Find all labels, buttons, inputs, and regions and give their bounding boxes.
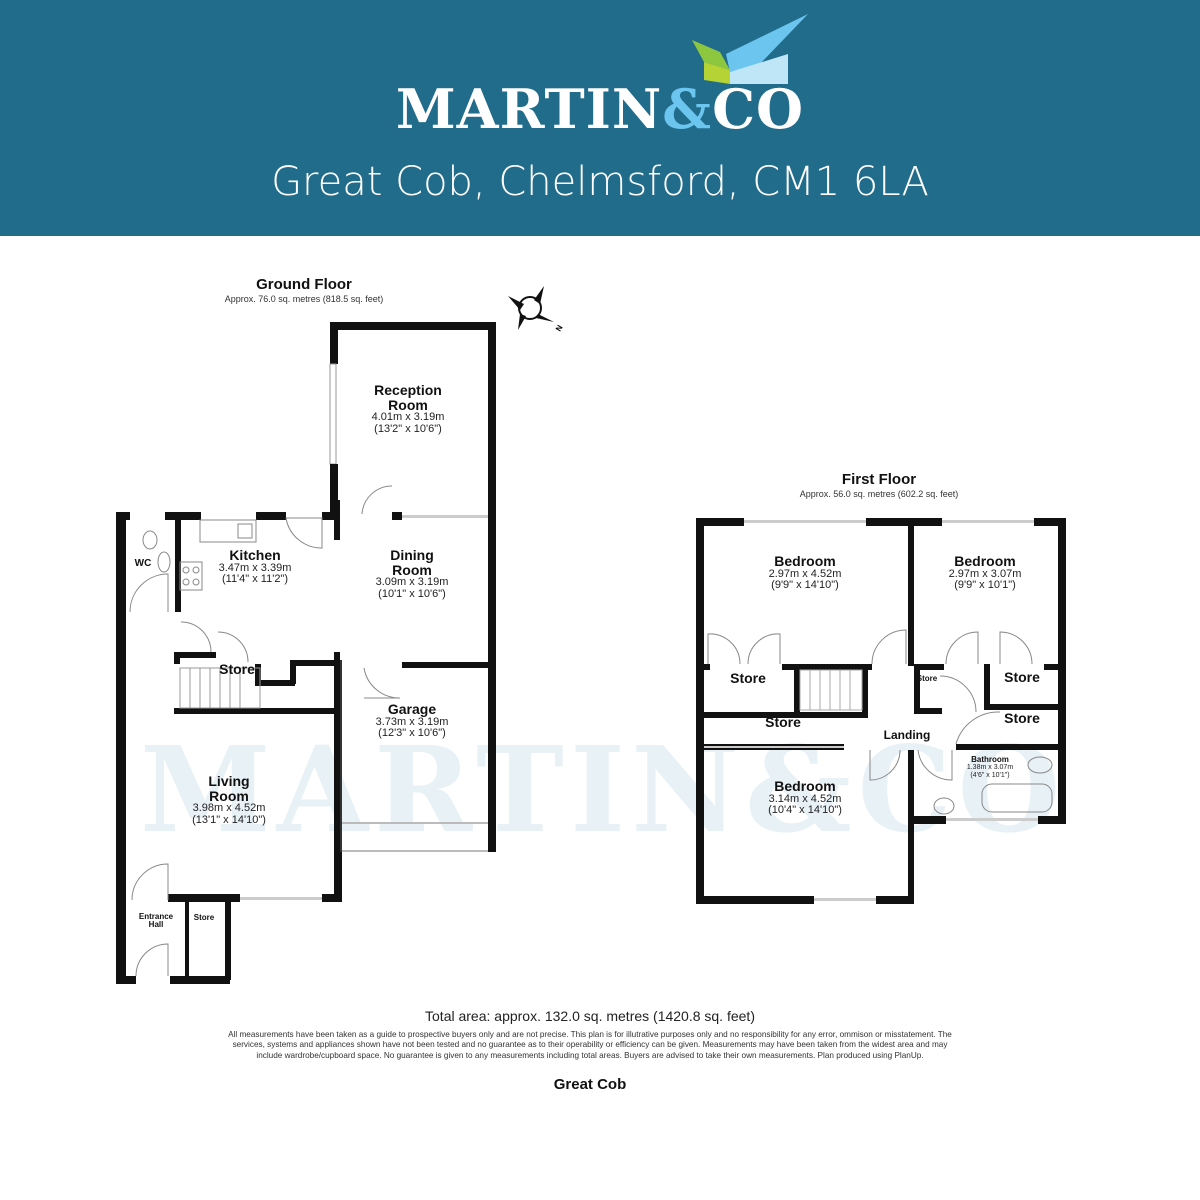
brand-logo-text: MARTIN&CO — [0, 82, 1200, 136]
room-imperial: (11'4" x 11'2") — [221, 573, 289, 586]
svg-text:N: N — [554, 323, 565, 333]
brand-ampersand: & — [662, 77, 713, 141]
property-address: Great Cob, Chelmsford, CM1 6LA — [271, 159, 929, 205]
room-landing: Landing — [884, 729, 931, 742]
room-store-small: Store — [916, 674, 938, 683]
first-floor-title: First Floor — [841, 471, 917, 488]
property-name: Great Cob — [553, 1076, 627, 1093]
house-roof-logo-icon — [692, 14, 808, 84]
room-metric: 3.47m x 3.39m — [218, 561, 292, 574]
room-kitchen: Kitchen 3.47m x 3.39m (11'4" x 11'2") — [219, 548, 292, 586]
room-name: Room — [388, 396, 428, 413]
room-dining: Dining Room 3.09m x 3.19m (10'1" x 10'6"… — [376, 548, 449, 600]
room-name: Store — [1004, 669, 1040, 685]
room-imperial: (10'4" x 14'10") — [768, 804, 842, 817]
room-imperial: (9'9" x 14'10") — [771, 579, 839, 592]
room-metric: 3.98m x 4.52m — [192, 802, 266, 815]
ground-floor-area: Approx. 76.0 sq. metres (818.5 sq. feet) — [224, 294, 384, 304]
room-store-bed1: Store — [730, 671, 766, 686]
first-floor-walls — [696, 518, 1066, 904]
ground-floor-walls — [116, 322, 496, 984]
disclaimer: All measurements have been taken as a gu… — [228, 1030, 952, 1060]
total-area: Total area: approx. 132.0 sq. metres (14… — [425, 1008, 755, 1024]
room-name: Bedroom — [954, 553, 1016, 569]
header-banner: MARTIN&CO Great Cob, Chelmsford, CM1 6LA — [0, 0, 1200, 236]
room-name: Hall — [148, 920, 164, 930]
room-store-bed3: Store — [765, 715, 801, 730]
room-name: Garage — [387, 701, 437, 717]
room-imperial: (10'1" x 10'6") — [378, 587, 446, 600]
room-name: Store — [219, 661, 255, 677]
room-bedroom-2: Bedroom 2.97m x 3.07m (9'9" x 10'1") — [949, 554, 1022, 592]
room-imperial: (13'2" x 10'6") — [374, 422, 442, 435]
room-name: Room — [209, 787, 249, 804]
room-name: Store — [193, 913, 215, 922]
room-name: Bathroom — [971, 755, 1009, 764]
room-name: Kitchen — [229, 547, 281, 563]
room-name: Room — [392, 561, 432, 578]
room-store-entrance: Store — [193, 913, 215, 922]
room-metric: 2.97m x 3.07m — [948, 567, 1022, 580]
first-floor-area: Approx. 56.0 sq. metres (602.2 sq. feet) — [799, 489, 959, 499]
room-metric: 3.14m x 4.52m — [768, 792, 842, 805]
room-metric: 3.09m x 3.19m — [375, 576, 449, 589]
room-name: Landing — [883, 728, 931, 742]
room-name: Reception — [374, 382, 442, 398]
ground-floor-title: Ground Floor — [256, 276, 352, 293]
room-store-landing: Store — [1004, 711, 1040, 726]
room-reception: Reception Room 4.01m x 3.19m (13'2" x 10… — [372, 383, 445, 435]
room-garage: Garage 3.73m x 3.19m (12'3" x 10'6") — [376, 702, 449, 740]
room-metric: 2.97m x 4.52m — [768, 567, 842, 580]
room-wc: WC — [134, 558, 152, 570]
room-metric: 4.01m x 3.19m — [371, 411, 445, 424]
room-imperial: (9'9" x 10'1") — [954, 579, 1016, 592]
room-entrance-hall: Entrance Hall — [138, 912, 174, 930]
room-name: Store — [916, 674, 938, 683]
room-imperial: (12'3" x 10'6") — [378, 727, 446, 740]
room-name: Entrance — [138, 912, 174, 921]
room-name: Store — [1004, 710, 1040, 726]
room-imperial: (13'1" x 14'10") — [192, 813, 266, 826]
room-living: Living Room 3.98m x 4.52m (13'1" x 14'10… — [192, 774, 266, 826]
room-name: Store — [765, 714, 801, 730]
room-store-stairs: Store — [219, 662, 255, 677]
room-bedroom-1: Bedroom 2.97m x 4.52m (9'9" x 14'10") — [769, 554, 842, 592]
room-name: WC — [134, 558, 152, 569]
brand-main: MARTIN — [395, 77, 663, 141]
compass-icon: N — [508, 286, 565, 333]
room-name: Living — [208, 773, 250, 789]
watermark: MARTIN&CO — [140, 720, 1067, 859]
room-bedroom-3: Bedroom 3.14m x 4.52m (10'4" x 14'10") — [768, 779, 842, 817]
room-imperial: (4'6" x 10'1") — [970, 771, 1010, 779]
room-metric: 3.73m x 3.19m — [375, 715, 449, 728]
room-name: Bedroom — [774, 778, 836, 794]
room-name: Store — [730, 670, 766, 686]
room-name: Bedroom — [774, 553, 836, 569]
room-bathroom: Bathroom 1.38m x 3.07m (4'6" x 10'1") — [966, 755, 1014, 779]
room-store-bed2: Store — [1004, 670, 1040, 685]
room-name: Dining — [390, 547, 434, 563]
room-metric: 1.38m x 3.07m — [966, 764, 1014, 772]
brand-end: CO — [712, 77, 805, 141]
